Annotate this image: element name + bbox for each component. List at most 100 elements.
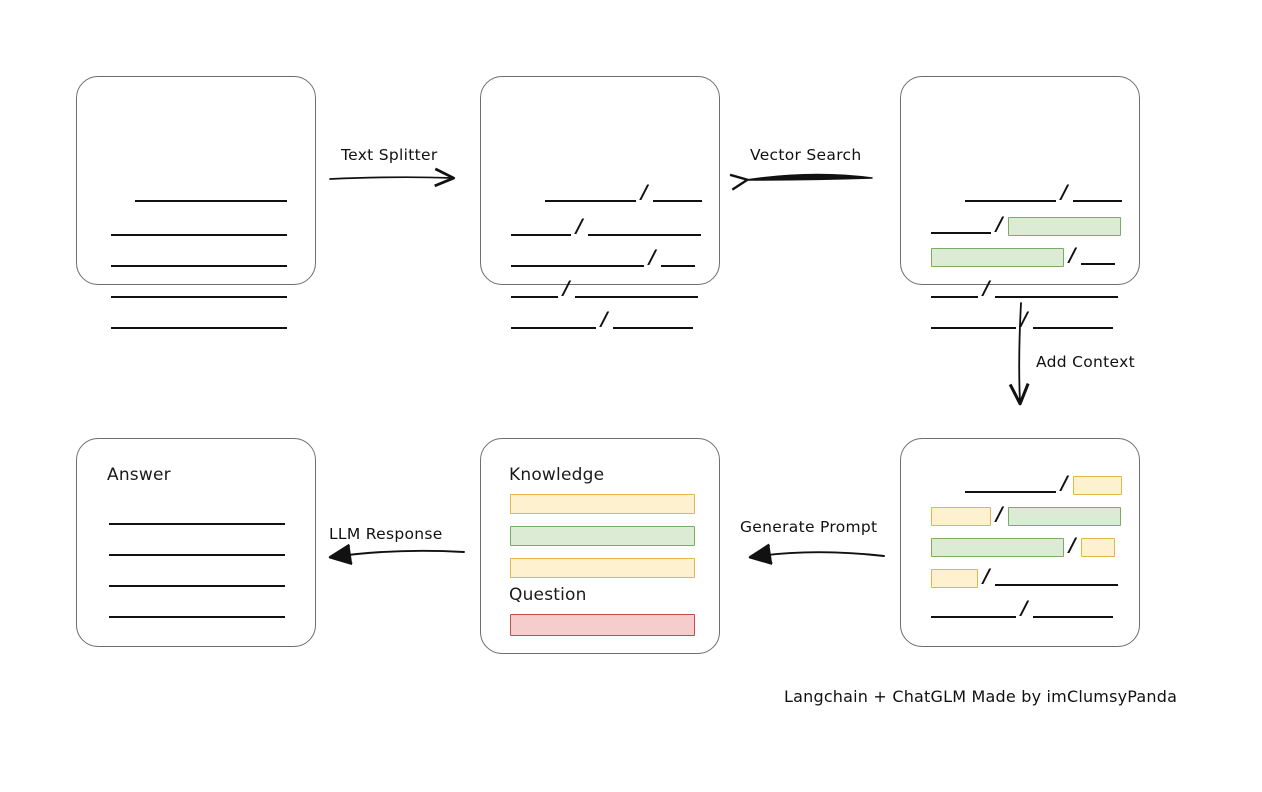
highlight-chip-green	[931, 537, 1064, 557]
edge-vector-search	[746, 174, 873, 180]
doc-row: /	[931, 533, 1115, 557]
text-line	[545, 200, 636, 202]
question-label: Question	[509, 585, 587, 605]
text-line	[111, 327, 287, 329]
slash-separator: /	[1069, 533, 1076, 556]
question-chip-red-1	[510, 614, 695, 636]
doc-row: /	[511, 245, 695, 269]
text-line	[1072, 200, 1122, 202]
text-line	[511, 265, 644, 267]
node-prompt-box[interactable]: Knowledge Question	[480, 438, 720, 654]
node-matched-document[interactable]: / / / / /	[900, 76, 1140, 329]
slash-separator: /	[576, 214, 583, 237]
source-document-lines	[77, 77, 315, 329]
edge-label-llm-response: LLM Response	[329, 525, 443, 543]
slash-separator: /	[996, 212, 1003, 235]
text-line	[931, 327, 1016, 329]
text-line	[1032, 327, 1113, 329]
highlight-chip-green	[1007, 216, 1121, 236]
text-line	[612, 327, 693, 329]
text-line	[1032, 616, 1113, 618]
highlight-chip-yellow	[931, 568, 978, 588]
doc-row	[135, 184, 287, 204]
text-line	[111, 296, 287, 298]
answer-lines	[77, 439, 315, 646]
slash-separator: /	[1061, 471, 1068, 494]
doc-row	[109, 600, 285, 620]
doc-row	[111, 249, 287, 269]
slash-separator: /	[1021, 596, 1028, 619]
text-line	[109, 616, 285, 618]
text-line	[994, 296, 1118, 298]
doc-row: /	[931, 243, 1115, 267]
slash-separator: /	[983, 276, 990, 299]
knowledge-chip-green-1	[510, 526, 695, 546]
doc-row: /	[511, 276, 698, 300]
text-line	[135, 200, 287, 202]
slash-separator: /	[983, 564, 990, 587]
diagram-caption: Langchain + ChatGLM Made by imClumsyPand…	[784, 687, 1178, 706]
highlight-chip-yellow	[931, 506, 991, 526]
text-line	[965, 491, 1056, 493]
node-context-document[interactable]: / / / / /	[900, 438, 1140, 647]
slash-separator: /	[601, 307, 608, 330]
doc-row: /	[511, 307, 693, 331]
doc-row: /	[511, 214, 701, 238]
doc-row	[111, 311, 287, 331]
highlight-chip-yellow	[1072, 475, 1122, 495]
text-line	[511, 234, 571, 236]
text-line	[111, 265, 287, 267]
highlight-chip-yellow	[1080, 537, 1115, 557]
text-line	[1080, 263, 1115, 265]
split-document-lines: / / / / /	[481, 77, 719, 329]
text-line	[109, 585, 285, 587]
doc-row	[109, 538, 285, 558]
doc-row	[109, 569, 285, 589]
edge-text-splitter	[329, 167, 456, 188]
context-document-lines: / / / / /	[901, 439, 1139, 646]
slash-separator: /	[996, 502, 1003, 525]
doc-row	[111, 280, 287, 300]
text-line	[511, 296, 558, 298]
doc-row	[111, 218, 287, 238]
slash-separator: /	[1069, 243, 1076, 266]
slash-separator: /	[563, 276, 570, 299]
node-source-document[interactable]	[76, 76, 316, 329]
doc-row: /	[931, 307, 1113, 331]
doc-row: /	[931, 276, 1118, 300]
text-line	[931, 232, 991, 234]
slash-separator: /	[1021, 307, 1028, 330]
text-line	[660, 265, 695, 267]
text-line	[931, 296, 978, 298]
answer-label: Answer	[107, 465, 171, 485]
text-line	[994, 584, 1118, 586]
knowledge-chip-yellow-2	[510, 558, 695, 578]
text-line	[511, 327, 596, 329]
doc-row: /	[931, 212, 1121, 236]
edge-label-add-context: Add Context	[1036, 353, 1135, 371]
doc-row: /	[545, 180, 702, 204]
matched-document-lines: / / / / /	[901, 77, 1139, 329]
node-split-document[interactable]: / / / / /	[480, 76, 720, 329]
highlight-chip-green	[1007, 506, 1121, 526]
edge-label-generate-prompt: Generate Prompt	[740, 518, 878, 536]
text-line	[109, 523, 285, 525]
node-answer-box[interactable]: Answer	[76, 438, 316, 647]
doc-row	[109, 507, 285, 527]
slash-separator: /	[649, 245, 656, 268]
doc-row: /	[931, 596, 1113, 620]
text-line	[652, 200, 702, 202]
highlight-chip-green	[931, 247, 1064, 267]
text-line	[111, 234, 287, 236]
edge-generate-prompt	[748, 543, 885, 565]
text-line	[587, 234, 701, 236]
doc-row: /	[931, 502, 1121, 526]
slash-separator: /	[641, 180, 648, 203]
edge-label-vector-search: Vector Search	[750, 146, 862, 164]
text-line	[109, 554, 285, 556]
doc-row: /	[965, 182, 1122, 204]
knowledge-chip-yellow-1	[510, 494, 695, 514]
edge-label-text-splitter: Text Splitter	[341, 146, 438, 164]
knowledge-label: Knowledge	[509, 465, 605, 485]
